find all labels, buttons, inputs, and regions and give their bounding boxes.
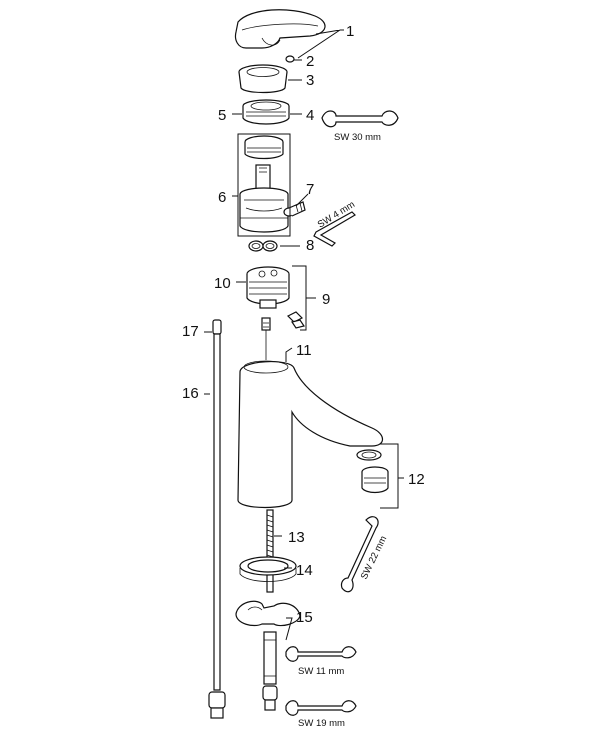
wrench-sw22-tool [340,516,379,593]
callout-8: 8 [306,237,314,254]
clamp-and-nut [235,600,301,685]
callout-12: 12 [408,471,425,488]
o-rings [248,240,278,252]
threaded-nut [242,99,290,125]
set-screw [285,55,295,63]
callout-13: 13 [288,529,305,546]
aerator [356,449,389,494]
cartridge [239,135,289,233]
callout-4: 4 [306,107,314,124]
limiter-screw [283,201,306,217]
tool-label-sw19: SW 19 mm [298,718,345,729]
callout-16: 16 [182,385,199,402]
wrench-sw19-tool [285,700,357,716]
small-clips [286,311,305,329]
callout-10: 10 [214,275,231,292]
callout-3: 3 [306,72,314,89]
tool-label-sw22: SW 22 mm [359,534,390,581]
callout-6: 6 [218,189,226,206]
callout-9: 9 [322,291,330,308]
cover-ring [238,64,288,94]
base-washer [239,556,297,582]
callout-7: 7 [306,181,314,198]
callout-17: 17 [182,323,199,340]
lever-handle [234,9,326,49]
hex-key-tool [313,211,356,247]
callout-5: 5 [218,107,226,124]
callout-15: 15 [296,609,313,626]
leader-lines [204,29,404,641]
supply-hose-right [262,685,278,711]
threaded-rod [266,509,274,593]
supply-hose-left [208,319,226,719]
callout-labels: 1 2 3 4 5 6 7 8 9 10 11 12 13 14 15 16 1… [182,23,425,626]
wrench-sw11-tool [285,646,357,662]
tool-label-sw30: SW 30 mm [334,132,381,143]
callout-14: 14 [296,562,313,579]
wrench-sw30-tool [321,110,399,128]
callout-11: 11 [296,342,312,359]
callout-2: 2 [306,53,314,70]
spout-body [237,317,384,509]
callout-1: 1 [346,23,354,40]
tool-label-sw11: SW 11 mm [298,666,344,677]
valve-insert [246,266,290,309]
